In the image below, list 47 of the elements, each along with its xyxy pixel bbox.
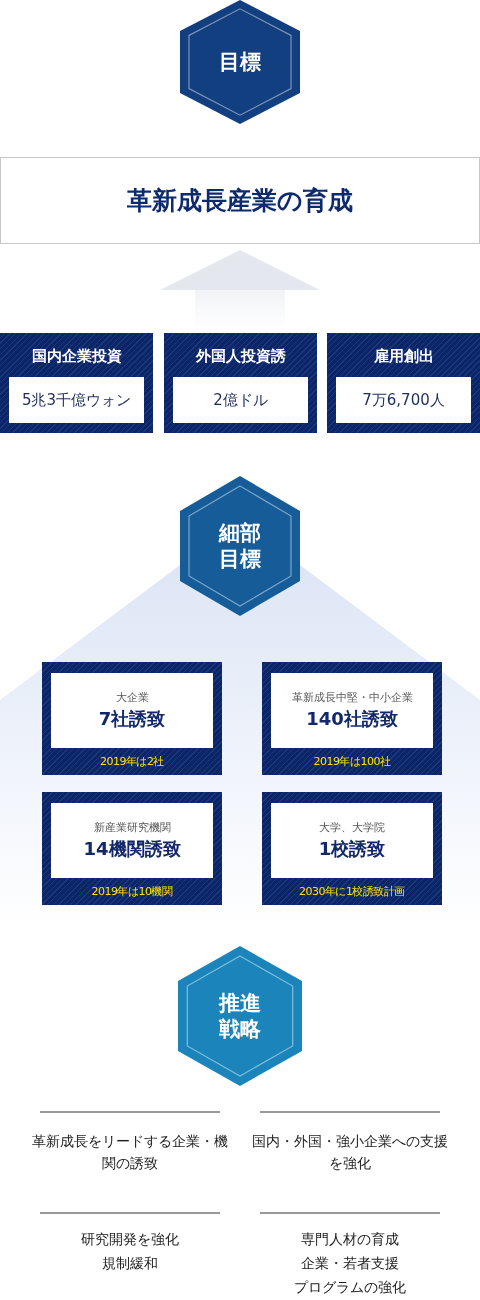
strategy-text: 規制緩和 xyxy=(101,1254,159,1273)
target-card xyxy=(262,662,442,775)
target-category: 革新成長中堅・中小企業 xyxy=(291,690,413,705)
target-value: 7万6,700人 xyxy=(362,390,445,410)
target-value: 7社誘致 xyxy=(98,707,166,731)
target-value: 5兆3千億ウォン xyxy=(21,390,132,410)
footnote: 2030年に1校誘致計画 xyxy=(298,884,406,899)
footnote: 2019年は100社 xyxy=(312,754,392,769)
goal-title: 革新成長産業の育成 xyxy=(127,185,353,217)
target-panel xyxy=(327,333,480,433)
target-value-box xyxy=(271,673,433,748)
strategy-text: プログラムの強化 xyxy=(293,1278,407,1297)
panel-heading: 外国人投資誘 xyxy=(194,347,287,366)
goal-box xyxy=(0,157,480,244)
target-category: 大学、大学院 xyxy=(319,820,385,835)
strategy-text: 国内・外国・強小企業への支援を強化 xyxy=(251,1132,449,1174)
target-value: 1校誘致 xyxy=(318,837,386,861)
hexagon-label: 細部目標 xyxy=(217,519,262,573)
hexagon-label: 目標 xyxy=(218,48,262,76)
strategy-text: 企業・若者支援 xyxy=(300,1254,400,1273)
target-value: 14機関誘致 xyxy=(83,837,181,861)
target-category: 新産業研究機関 xyxy=(93,820,171,835)
target-value: 2億ドル xyxy=(213,390,268,410)
footnote: 2019年は2社 xyxy=(99,754,165,769)
value-box xyxy=(9,377,144,423)
strategy-text: 研究開発を強化 xyxy=(80,1230,180,1249)
target-value-box xyxy=(271,803,433,878)
target-value-box xyxy=(51,803,213,878)
strategy-text: 革新成長をリードする企業・機関の誘致 xyxy=(31,1132,229,1174)
target-value-box xyxy=(51,673,213,748)
target-card xyxy=(42,792,222,905)
panel-heading: 雇用創出 xyxy=(372,347,435,366)
panel-heading: 国内企業投資 xyxy=(30,347,123,366)
target-value: 140社誘致 xyxy=(306,707,398,731)
value-box xyxy=(336,377,471,423)
target-card xyxy=(262,792,442,905)
target-panel xyxy=(164,333,317,433)
target-card xyxy=(42,662,222,775)
strategy-text: 専門人材の育成 xyxy=(300,1230,400,1249)
target-panel xyxy=(0,333,153,433)
target-category: 大企業 xyxy=(115,690,149,705)
hexagon-badge xyxy=(180,476,300,616)
value-box xyxy=(173,377,308,423)
hexagon-badge xyxy=(180,0,300,124)
footnote: 2019年は10機関 xyxy=(90,884,174,899)
hexagon-badge xyxy=(178,946,302,1086)
hexagon-label: 推進戦略 xyxy=(217,989,262,1043)
